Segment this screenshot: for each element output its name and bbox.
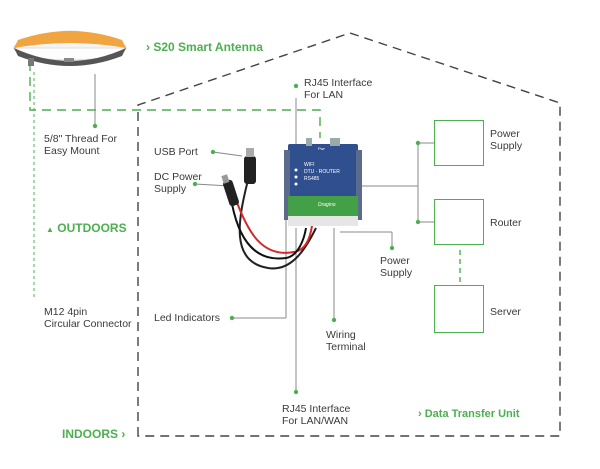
chevron-right-icon: › [121, 427, 126, 441]
usb-plug [244, 148, 256, 184]
led-dot [229, 315, 235, 321]
wiring-dot [331, 317, 337, 323]
dc-cable-red [235, 199, 313, 254]
server-box [434, 285, 484, 333]
dc-cable-black [231, 203, 307, 260]
rj45-bottom-dot [293, 389, 299, 395]
product-title: › S20 Smart Antenna [146, 40, 263, 54]
usb-port-label: USB Port [154, 146, 198, 158]
usb-dot [210, 149, 216, 155]
device-power-label: Pwr [318, 146, 325, 151]
rj45-top-dot [293, 83, 299, 89]
power-supply-device-label: Power Supply [490, 128, 523, 152]
m12-connector-label: M12 4pin Circular Connector [44, 306, 132, 330]
power-supply-box [434, 120, 484, 166]
router-unit-dot [415, 219, 421, 225]
router-label: Router [490, 217, 522, 229]
dc-power-label: DC Power Supply [154, 171, 202, 195]
rj45-lan-wan-label: RJ45 Interface For LAN/WAN [282, 403, 351, 427]
chevron-right-icon: › [146, 40, 150, 54]
rj45-lan-label: RJ45 Interface For LAN [304, 77, 373, 101]
thread-label: 5/8" Thread For Easy Mount [44, 133, 117, 157]
power-unit-dot [415, 140, 421, 146]
outdoors-zone-label: ▲ OUTDOORS [46, 221, 127, 235]
dc-plug [221, 174, 239, 207]
device-brand: Dragino [318, 202, 336, 208]
house-outline [137, 32, 561, 437]
dtu-device [284, 138, 362, 226]
thread-dot [92, 123, 98, 129]
power-port-dot [389, 245, 395, 251]
dtu-zone-label: › Data Transfer Unit [418, 408, 520, 420]
led-indicators-label: Led Indicators [154, 312, 220, 324]
triangle-up-icon: ▲ [46, 225, 54, 234]
wiring-terminal-label: Wiring Terminal [326, 329, 366, 353]
server-label: Server [490, 306, 521, 318]
antenna-link-line [29, 62, 321, 138]
power-supply-port-label: Power Supply [380, 255, 413, 279]
chevron-right-icon: › [418, 408, 422, 420]
antenna-illustration [12, 30, 128, 66]
dc-dot [192, 181, 198, 187]
device-face: WIFI DTU · ROUTER RS485 [304, 162, 340, 182]
usb-leader [212, 151, 243, 157]
router-box [434, 199, 484, 245]
indoors-zone-label: INDOORS › [62, 427, 126, 441]
